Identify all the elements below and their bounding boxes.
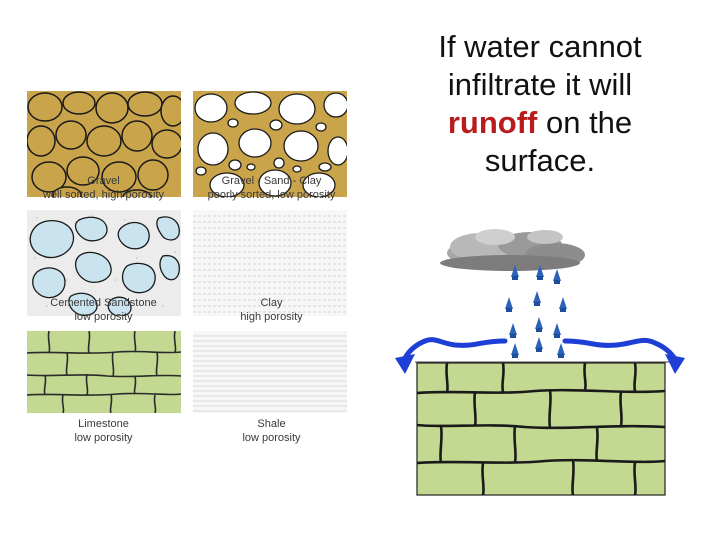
rain-cloud-icon <box>440 229 585 271</box>
limestone-block <box>416 362 666 496</box>
raindrops <box>505 265 567 358</box>
gravel-sand-clay-subtitle: poorly sorted, low porosity <box>207 189 336 201</box>
raindrop-icon <box>511 343 519 358</box>
raindrop-icon <box>536 265 544 280</box>
clay-title: Clay <box>260 297 283 309</box>
runoff-arrow-left-icon <box>395 337 508 374</box>
raindrop-icon <box>535 317 543 332</box>
shale-panel <box>193 331 347 437</box>
gravel-sand-clay-caption: Gravel - Sand - Clay poorly sorted, low … <box>184 174 359 202</box>
gravel-sand-clay-panel <box>193 91 347 197</box>
limestone-caption: Limestone low porosity <box>16 417 191 445</box>
raindrop-icon <box>553 269 561 284</box>
raindrop-icon <box>505 297 513 312</box>
raindrop-icon <box>553 323 561 338</box>
cemented-sandstone-caption: Cemented Sandstone low porosity <box>16 296 191 324</box>
limestone-subtitle: low porosity <box>74 432 133 444</box>
raindrop-icon <box>511 265 519 280</box>
cemented-sandstone-title: Cemented Sandstone <box>50 297 157 309</box>
heading-text-after: on the surface. <box>484 105 633 178</box>
limestone-title: Limestone <box>78 418 129 430</box>
heading-highlight-runoff: runoff <box>447 105 538 140</box>
raindrop-icon <box>535 337 543 352</box>
gravel-title: Gravel <box>87 175 120 187</box>
runoff-arrow-right-icon <box>562 337 685 374</box>
shale-caption: Shale low porosity <box>184 417 359 445</box>
raindrop-icon <box>559 297 567 312</box>
limestone-panel <box>27 331 181 437</box>
shale-title: Shale <box>257 418 286 430</box>
gravel-caption: Gravel well sorted, high porosity <box>16 174 191 202</box>
clay-panel <box>193 210 347 316</box>
gravel-subtitle: well sorted, high porosity <box>42 189 165 201</box>
slide-heading: If water cannot infiltrate it will runof… <box>400 28 680 180</box>
raindrop-icon <box>533 291 541 306</box>
shale-subtitle: low porosity <box>242 432 301 444</box>
gravel-panel <box>27 91 181 197</box>
runoff-diagram <box>395 229 685 496</box>
gravel-sand-clay-title: Gravel - Sand - Clay <box>221 175 322 187</box>
raindrop-icon <box>557 343 565 358</box>
cemented-sandstone-panel <box>27 210 181 316</box>
raindrop-icon <box>509 323 517 338</box>
clay-subtitle: high porosity <box>240 311 303 323</box>
heading-text-before: If water cannot infiltrate it will <box>438 29 642 102</box>
clay-caption: Clay high porosity <box>184 296 359 324</box>
cemented-sandstone-subtitle: low porosity <box>74 311 133 323</box>
